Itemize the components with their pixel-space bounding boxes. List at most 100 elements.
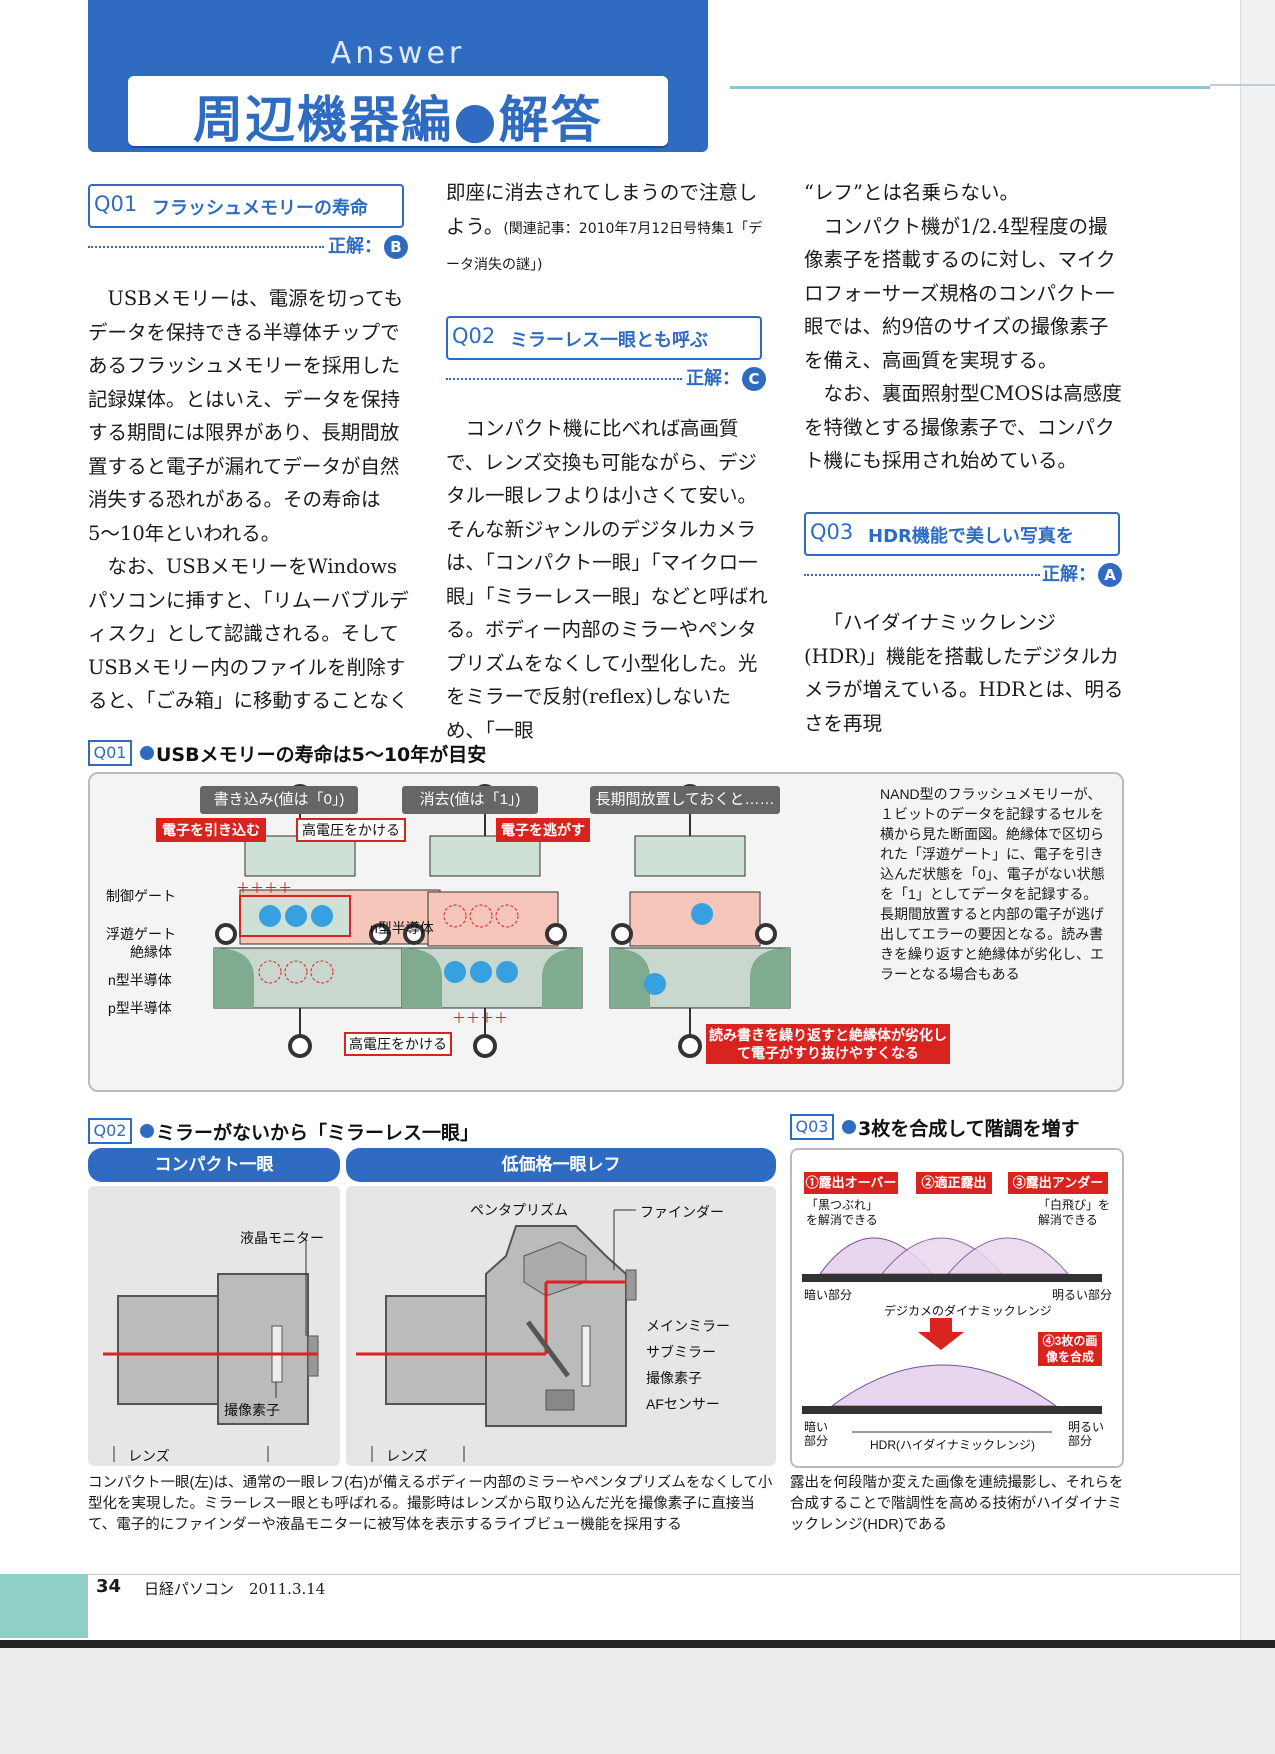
fig1-plus-2: ＋＋＋＋	[452, 1010, 508, 1026]
cell-erase	[401, 784, 583, 1058]
fig3-heading: Q03 3枚を合成して階調を増す	[790, 1114, 1130, 1140]
fig3-over-note: 「黒つぶれ」を解消できる	[806, 1198, 879, 1227]
q03-heading-box: Q03 HDR機能で美しい写真を	[804, 512, 1120, 556]
col3-paragraph: レフ”とは名乗らない。	[813, 181, 1019, 204]
fig1-label-n-type: n型半導体	[108, 972, 172, 988]
dslr-diagram	[356, 1209, 637, 1462]
q03-dotted-rule	[804, 574, 1040, 576]
fig3-dark: 暗い部分	[804, 1288, 853, 1302]
bullet-icon	[842, 1120, 856, 1134]
fig2-tag: Q02	[88, 1118, 132, 1144]
page-title: 周辺機器編●解答	[193, 91, 603, 149]
q03-title: HDR機能で美しい写真を	[868, 526, 1074, 547]
q02-paragraph: コンパクト機に比べれば高画質で、レンズ交換も可能ながら、デジタル一眼レフよりは小…	[446, 417, 768, 742]
q01-title: フラッシュメモリーの寿命	[152, 198, 368, 219]
fig1-tag: Q01	[88, 740, 132, 766]
fig2-heading: Q02 ミラーがないから「ミラーレス一眼」	[88, 1118, 688, 1144]
fig2-panel-compact: 液晶モニター 撮像素子 レンズ	[88, 1186, 340, 1466]
q01-body: USBメモリーは、電源を切ってもデータを保持できる半導体チップであるフラッシュメ…	[88, 282, 410, 718]
fig1-label-p-type: p型半導体	[108, 1000, 172, 1016]
header-rule-right	[1210, 84, 1275, 86]
flash-cell-diagram	[213, 784, 791, 1058]
q02-answer-label: 正解：	[686, 368, 740, 389]
col3-paragraph: コンパクト機が1/2.4型程度の撮像素子を搭載するのに対し、マイクロフォーサーズ…	[804, 214, 1116, 372]
fig1-high-voltage-1: 高電圧をかける	[296, 818, 406, 842]
fig1-title: USBメモリーの寿命は5〜10年が目安	[156, 744, 487, 766]
q01-answer-letter: B	[384, 235, 408, 259]
fig2-caption: コンパクト一眼(左)は、通常の一眼レフ(右)が備えるボディー内部のミラーやペンタ…	[88, 1475, 773, 1533]
fig2-title: ミラーがないから「ミラーレス一眼」	[156, 1122, 480, 1144]
fig3-under-note: 「白飛び」を解消できる	[1038, 1198, 1111, 1227]
fig1-label-floating-gate: 浮遊ゲート	[106, 926, 176, 942]
fig2-tab-compact: コンパクト一眼	[88, 1148, 340, 1182]
fig1-pull-label: 電子を引き込む	[156, 818, 266, 842]
col3-open-quote: “	[804, 181, 814, 204]
fig1-plus-1: ＋＋＋＋	[236, 880, 292, 896]
fig1-description: NAND型のフラッシュメモリーが、１ビットのデータを記録するセルを横から見た断面…	[880, 786, 1105, 982]
q01-paragraph: なお、USBメモリーをWindowsパソコンに挿すと、「リムーバブルディスク」と…	[88, 555, 409, 712]
fig3-panel: ①露出オーバー ②適正露出 ③露出アンダー 「黒つぶれ」を解消できる 「白飛び」…	[790, 1148, 1124, 1468]
col2-top-text: 即座に消去されてしまうので注意しよう。	[446, 181, 758, 238]
bullet-icon	[140, 1124, 154, 1138]
fig2-finder-label: ファインダー	[640, 1204, 724, 1220]
q02-number: Q02	[452, 324, 496, 348]
fig3-compose: ④3枚の画像を合成	[1038, 1332, 1102, 1366]
bullet-icon	[140, 746, 154, 760]
q03-answer-letter: A	[1098, 563, 1122, 587]
fig1-head-leak: 長期間放置しておくと……	[590, 786, 780, 814]
fig3-dark2: 暗い部分	[804, 1420, 829, 1448]
fig3-caption: 露出を何段階か変えた画像を連続撮影し、それらを合成することで階調性を高める技術が…	[790, 1475, 1124, 1533]
q01-answer: 正解：B	[328, 232, 408, 259]
fig3-tag: Q03	[790, 1114, 834, 1140]
fig2-tab-dslr: 低価格一眼レフ	[346, 1148, 776, 1182]
q01-heading-box: Q01 フラッシュメモリーの寿命	[88, 184, 404, 228]
magazine-info: 日経パソコン 2011.3.14	[144, 1580, 326, 1598]
cell-leak	[609, 784, 791, 1058]
q02-answer: 正解：C	[686, 364, 766, 391]
header-answer-label: Answer	[330, 36, 466, 71]
footer-tab	[0, 1574, 88, 1638]
q01-number: Q01	[94, 192, 138, 216]
fig3-hdr-label: HDR(ハイダイナミックレンジ)	[870, 1436, 1036, 1453]
fig3-proper: ②適正露出	[916, 1172, 992, 1194]
fig1-panel: 書き込み(値は「0」) 消去(値は「1」) 長期間放置しておくと…… 電子を引き…	[88, 772, 1124, 1092]
fig1-label-control-gate: 制御ゲート	[106, 888, 176, 904]
q01-paragraph: USBメモリーは、電源を切ってもデータを保持できる半導体チップであるフラッシュメ…	[88, 287, 404, 545]
fig3-title: 3枚を合成して階調を増す	[858, 1118, 1080, 1140]
hdr-diagram	[802, 1237, 1102, 1433]
q03-number: Q03	[810, 520, 854, 544]
fig3-under: ③露出アンダー	[1008, 1172, 1108, 1194]
fig1-release-label: 電子を逃がす	[496, 818, 590, 842]
q02-body: コンパクト機に比べれば高画質で、レンズ交換も可能ながら、デジタル一眼レフよりは小…	[446, 412, 768, 747]
col3-top: “レフ”とは名乗らない。 コンパクト機が1/2.4型程度の撮像素子を搭載するのに…	[804, 176, 1126, 478]
header-title-box: 周辺機器編●解答	[128, 76, 668, 149]
fig2-lcd-label: 液晶モニター	[240, 1230, 324, 1246]
fig3-bright2: 明るい部分	[1068, 1420, 1105, 1448]
header-rule	[730, 86, 1210, 89]
q02-answer-letter: C	[742, 367, 766, 391]
fig2-lens2-label: レンズ	[386, 1448, 428, 1464]
header-banner: Answer 周辺機器編●解答	[88, 0, 708, 152]
fig2-panel-dslr: ペンタプリズム ファインダー メインミラー サブミラー 撮像素子 AFセンサー …	[346, 1186, 776, 1466]
fig1-heading: Q01 USBメモリーの寿命は5〜10年が目安	[88, 740, 688, 766]
fig3-over: ①露出オーバー	[804, 1172, 898, 1194]
col3-paragraph: なお、裏面照射型CMOSは高感度を特徴とする撮像素子で、コンパクト機にも採用され…	[804, 382, 1122, 472]
fig2-main-mirror-label: メインミラー	[646, 1318, 730, 1334]
q01-answer-label: 正解：	[328, 236, 382, 257]
fig2-sub-mirror-label: サブミラー	[646, 1344, 716, 1360]
fig2-lens-label: レンズ	[128, 1448, 170, 1464]
compact-camera-diagram	[103, 1240, 319, 1462]
q02-heading-box: Q02 ミラーレス一眼とも呼ぶ	[446, 316, 762, 360]
scan-bottom-margin	[0, 1648, 1275, 1754]
fig2-sensor2-label: 撮像素子	[646, 1370, 702, 1386]
q02-title: ミラーレス一眼とも呼ぶ	[510, 330, 708, 351]
col2-related-article: (関連記事：2010年7月12日号特集1「データ消失の謎」)	[446, 220, 763, 274]
fig2-sensor-label: 撮像素子	[224, 1402, 280, 1418]
fig2-prism-label: ペンタプリズム	[470, 1202, 568, 1218]
fig1-head-erase: 消去(値は「1」)	[402, 786, 538, 814]
col2-top: 即座に消去されてしまうので注意しよう。(関連記事：2010年7月12日号特集1「…	[446, 176, 768, 283]
fig1-label-n-type-right: n型半導体	[370, 920, 434, 936]
fig1-label-insulator: 絶縁体	[130, 944, 172, 960]
fig3-bright: 明るい部分	[1052, 1288, 1113, 1302]
q03-paragraph: 「ハイダイナミックレンジ(HDR)」機能を搭載したデジタルカメラが増えている。H…	[804, 611, 1124, 735]
